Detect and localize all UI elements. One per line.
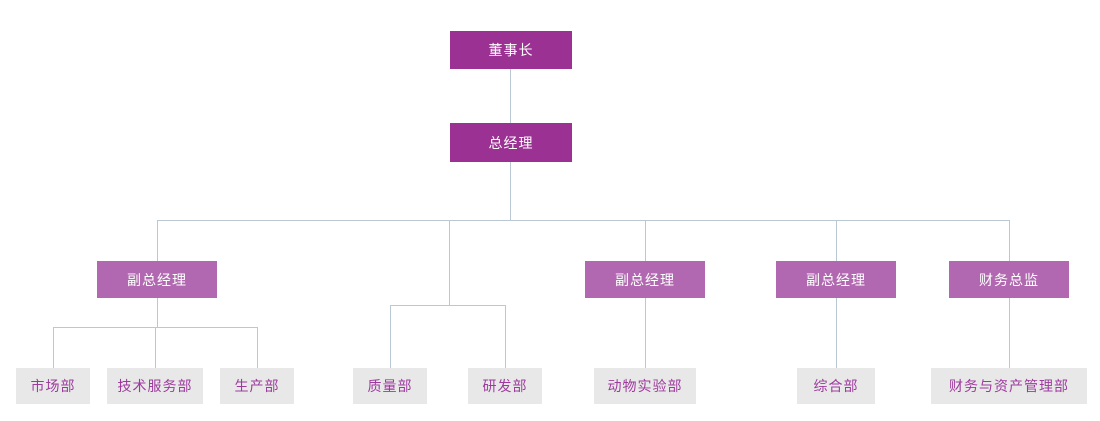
node-deputy-gm-3: 副总经理 xyxy=(776,261,896,298)
connector-line xyxy=(390,305,391,368)
node-quality-dept: 质量部 xyxy=(353,368,427,404)
connector-line xyxy=(157,220,1009,221)
node-finance-director: 财务总监 xyxy=(949,261,1069,298)
connector-line xyxy=(645,220,646,261)
connector-line xyxy=(645,298,646,368)
connector-line xyxy=(449,220,450,305)
connector-line xyxy=(53,327,54,368)
node-marketing-dept: 市场部 xyxy=(16,368,90,404)
connector-line xyxy=(157,220,158,261)
connector-line xyxy=(257,327,258,368)
node-animal-lab-dept: 动物实验部 xyxy=(594,368,696,404)
connector-line xyxy=(1009,298,1010,368)
node-general-affairs-dept: 综合部 xyxy=(797,368,875,404)
connector-line xyxy=(836,220,837,261)
node-production-dept: 生产部 xyxy=(220,368,294,404)
connector-line xyxy=(510,69,511,124)
connector-line xyxy=(505,305,506,368)
node-deputy-gm-1: 副总经理 xyxy=(97,261,217,298)
connector-line xyxy=(836,298,837,368)
connector-line xyxy=(1009,220,1010,261)
node-general-manager: 总经理 xyxy=(450,123,572,162)
connector-line xyxy=(510,162,511,220)
node-chairman: 董事长 xyxy=(450,31,572,69)
node-finance-asset-dept: 财务与资产管理部 xyxy=(931,368,1087,404)
connector-line xyxy=(155,327,156,368)
node-rnd-dept: 研发部 xyxy=(468,368,542,404)
node-deputy-gm-2: 副总经理 xyxy=(585,261,705,298)
connector-line xyxy=(157,298,158,327)
node-tech-service-dept: 技术服务部 xyxy=(107,368,203,404)
connector-line xyxy=(390,305,505,306)
